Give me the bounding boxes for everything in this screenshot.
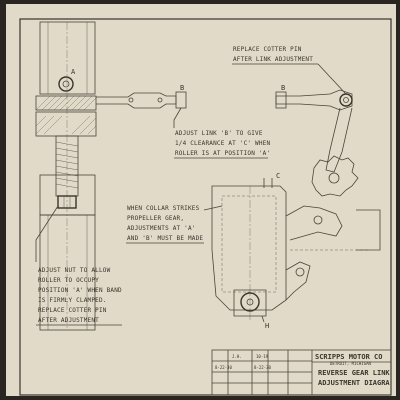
title-block-date-checked: 8-22-30: [215, 365, 232, 370]
svg-text:AFTER ADJUSTMENT: AFTER ADJUSTMENT: [38, 317, 99, 324]
title-block-drawn-by: J.H.: [232, 354, 242, 359]
svg-text:IS FIRMLY CLAMPED.: IS FIRMLY CLAMPED.: [38, 297, 107, 304]
collar-hatching: [35, 115, 97, 135]
drawing-title-line-1: REVERSE GEAR LINK: [318, 369, 390, 377]
svg-text:ADJUSTMENTS AT 'A': ADJUSTMENTS AT 'A': [127, 225, 196, 232]
roller-h: [240, 292, 260, 312]
company-location: DETROIT, MICHIGAN: [330, 361, 372, 366]
svg-text:REPLACE COTTER PIN: REPLACE COTTER PIN: [233, 46, 302, 53]
label-a: A: [71, 68, 76, 76]
paper: [6, 4, 396, 396]
svg-text:AFTER LINK ADJUSTMENT: AFTER LINK ADJUSTMENT: [233, 56, 313, 63]
svg-text:ADJUST LINK 'B' TO GIVE: ADJUST LINK 'B' TO GIVE: [175, 130, 263, 137]
svg-text:ROLLER TO OCCUPY: ROLLER TO OCCUPY: [38, 277, 99, 284]
label-c: C: [276, 172, 280, 180]
svg-text:ROLLER IS AT POSITION 'A': ROLLER IS AT POSITION 'A': [175, 150, 270, 157]
note-adjust-link-b: ADJUST LINK 'B' TO GIVE 1/4 CLEARANCE AT…: [173, 107, 270, 159]
paper-tone: [6, 4, 396, 396]
label-b-right: B: [281, 84, 285, 92]
lever-hatching: [35, 95, 97, 111]
svg-text:REPLACE COTTER PIN: REPLACE COTTER PIN: [38, 307, 107, 314]
right-assembly: [211, 89, 381, 323]
note-collar-strikes: WHEN COLLAR STRIKES PROPELLER GEAR, ADJU…: [126, 205, 223, 244]
svg-text:PROPELLER GEAR,: PROPELLER GEAR,: [127, 215, 184, 222]
adjusting-nut: [57, 195, 77, 209]
title-block: J.H. 10-19 8-22-30 8-22-30 SCRIPPS MOTOR…: [211, 349, 392, 396]
title-block-date-approved: 8-22-30: [254, 365, 271, 370]
svg-text:POSITION 'A' WHEN BAND: POSITION 'A' WHEN BAND: [38, 287, 122, 294]
link-b-end-right: [275, 91, 287, 109]
drawing-border: [19, 18, 392, 396]
title-block-date: 10-19: [256, 354, 269, 359]
company-name: SCRIPPS MOTOR CO: [315, 353, 382, 361]
svg-text:ADJUST NUT TO ALLOW: ADJUST NUT TO ALLOW: [38, 267, 111, 274]
roller-a: [58, 76, 74, 92]
left-assembly: [35, 21, 187, 331]
label-h: H: [265, 322, 269, 330]
svg-text:AND 'B' MUST BE MADE: AND 'B' MUST BE MADE: [127, 235, 203, 242]
note-adjust-nut: ADJUST NUT TO ALLOW ROLLER TO OCCUPY POS…: [35, 205, 122, 326]
svg-text:WHEN COLLAR STRIKES: WHEN COLLAR STRIKES: [127, 205, 200, 212]
note-replace-cotter-top: REPLACE COTTER PIN AFTER LINK ADJUSTMENT: [232, 46, 347, 95]
gear-sector: [311, 155, 359, 197]
svg-text:1/4 CLEARANCE AT 'C' WHEN: 1/4 CLEARANCE AT 'C' WHEN: [175, 140, 270, 147]
label-b-left: B: [180, 84, 184, 92]
drawing-title-line-2: ADJUSTMENT DIAGRA: [318, 379, 390, 387]
